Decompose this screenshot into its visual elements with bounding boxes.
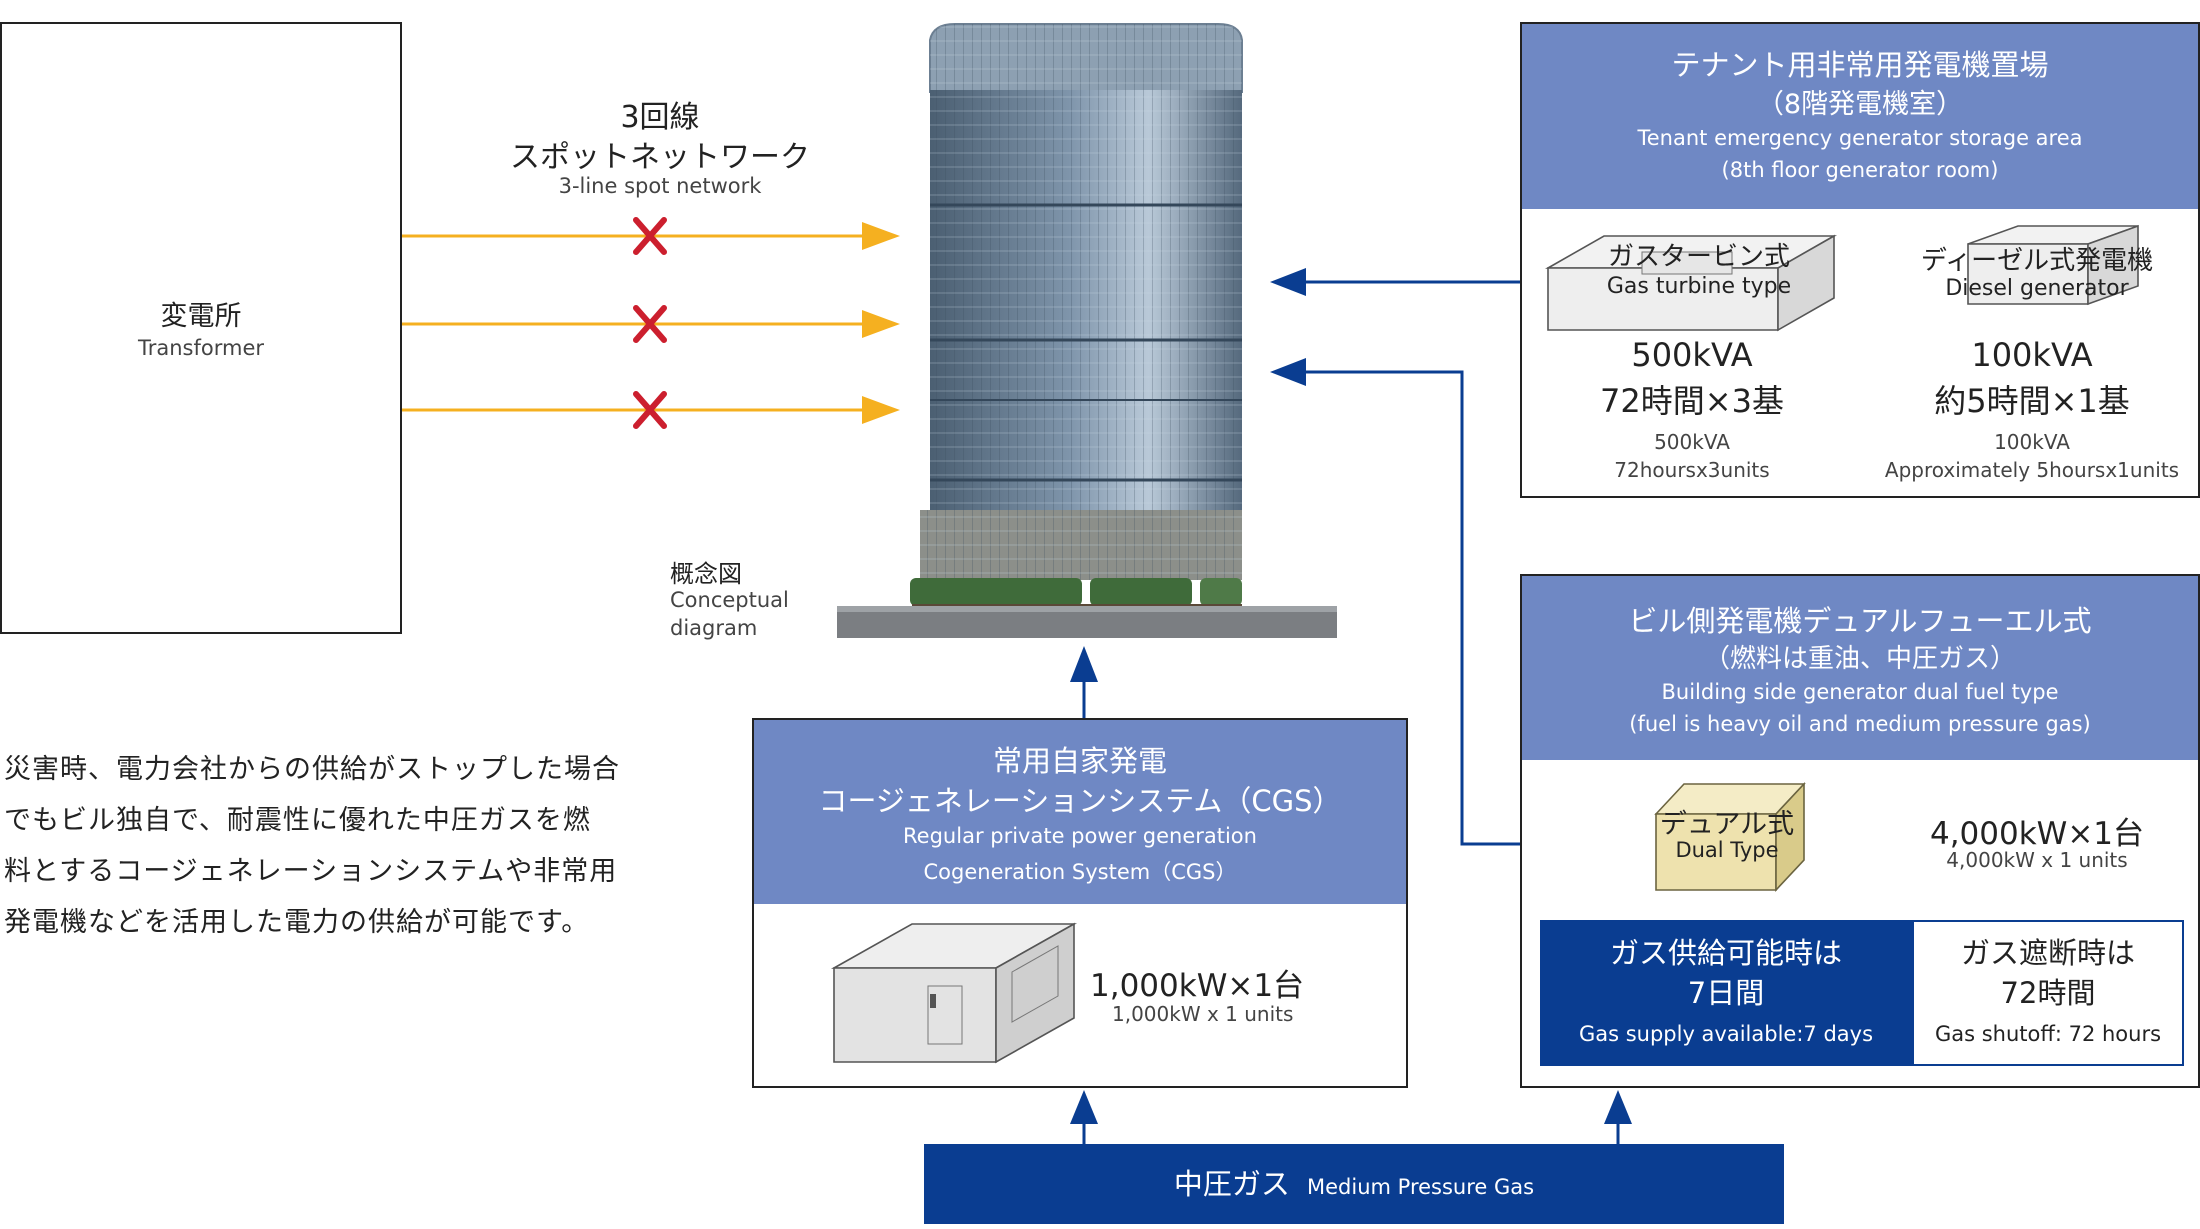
building-gen-title-jp1: ビル側発電機デュアルフューエル式 — [1628, 604, 2092, 638]
tenant-title-en2: (8th floor generator room) — [1721, 158, 1999, 182]
description-line: 災害時、電力会社からの供給がストップした場合 — [4, 754, 620, 785]
building-generator-header: ビル側発電機デュアルフューエル式 （燃料は重油、中圧ガス） Building s… — [1522, 576, 2198, 760]
gas-shutoff-en: Gas shutoff: 72 hours — [1934, 1022, 2162, 1046]
gas-to-cgs-arrow — [1070, 1090, 1098, 1144]
cross-icon — [633, 391, 667, 429]
dual-type-label-jp: デュアル式 — [1659, 809, 1795, 840]
diesel-spec2: 約5時間×1基 — [1934, 382, 2130, 420]
gas-supply-available-panel: ガス供給可能時は 7日間 Gas supply available:7 days — [1540, 920, 1912, 1066]
cgs-title-jp2: コージェネレーションシステム（CGS） — [818, 784, 1342, 818]
concept-label-jp: 概念図 — [670, 560, 742, 588]
dual-type-label-en: Dual Type — [1675, 838, 1779, 862]
diesel-generator-illustration — [1967, 224, 2139, 306]
cross-icon — [633, 305, 667, 343]
gas-shutoff-jp1: ガス遮断時は — [1960, 936, 2135, 970]
cgs-spec: 1,000kW×1台 — [1090, 968, 1305, 1004]
cgs-spec-en: 1,000kW x 1 units — [1112, 1002, 1294, 1026]
description-line: 発電機などを活用した電力の供給が可能です。 — [4, 907, 590, 938]
tenant-generator-header: テナント用非常用発電機置場 （8階発電機室） Tenant emergency … — [1522, 24, 2198, 209]
cgs-to-building-arrow — [1070, 646, 1098, 718]
gas-available-en: Gas supply available:7 days — [1578, 1022, 1874, 1046]
spot-network-line — [402, 310, 900, 338]
building-gen-title-en2: (fuel is heavy oil and medium pressure g… — [1629, 712, 2091, 736]
spot-network-label-en: 3-line spot network — [558, 174, 762, 198]
building-gen-title-jp2: （燃料は重油、中圧ガス） — [1703, 644, 2016, 674]
gas-turbine-label-jp: ガスタービン式 — [1607, 242, 1790, 272]
gas-turbine-spec-en2: 72hoursx3units — [1614, 458, 1770, 482]
cgs-header: 常用自家発電 コージェネレーションシステム（CGS） Regular priva… — [754, 720, 1406, 904]
concept-label-en1: Conceptual — [670, 588, 789, 612]
gas-turbine-spec-en1: 500kVA — [1654, 430, 1730, 454]
spot-network-line — [402, 396, 900, 424]
diesel-label-jp: ディーゼル式発電機 — [1920, 246, 2154, 276]
description-text: 災害時、電力会社からの供給がストップした場合 でもビル独自で、耐震性に優れた中圧… — [4, 744, 664, 948]
cgs-title-jp1: 常用自家発電 — [992, 744, 1167, 778]
dual-type-illustration — [1654, 781, 1806, 893]
gas-turbine-illustration — [1544, 234, 1838, 332]
diesel-label-en: Diesel generator — [1945, 276, 2129, 301]
diesel-spec-en1: 100kVA — [1994, 430, 2070, 454]
gas-shutoff-panel: ガス遮断時は 72時間 Gas shutoff: 72 hours — [1912, 920, 2184, 1066]
cgs-box: 常用自家発電 コージェネレーションシステム（CGS） Regular priva… — [752, 718, 1408, 1088]
medium-pressure-gas-label-en: Medium Pressure Gas — [1307, 1175, 1535, 1199]
diesel-spec-en2: Approximately 5hoursx1units — [1884, 458, 2180, 482]
spot-network-line — [402, 222, 900, 250]
gas-to-dual-arrow — [1604, 1090, 1632, 1144]
tenant-generator-box: テナント用非常用発電機置場 （8階発電機室） Tenant emergency … — [1520, 22, 2200, 498]
diesel-spec1: 100kVA — [1971, 336, 2093, 374]
building-generator-box: ビル側発電機デュアルフューエル式 （燃料は重油、中圧ガス） Building s… — [1520, 574, 2200, 1088]
spot-network-label-jp1: 3回線 — [620, 100, 700, 135]
cgs-title-en1: Regular private power generation — [903, 824, 1257, 848]
cross-icon — [633, 217, 667, 255]
medium-pressure-gas-bar: 中圧ガス Medium Pressure Gas — [924, 1144, 1784, 1224]
gas-shutoff-jp2: 72時間 — [2000, 976, 2096, 1010]
spot-network-label-jp2: スポットネットワーク — [510, 140, 810, 175]
gas-available-jp1: ガス供給可能時は — [1609, 936, 1842, 970]
concept-label-en2: diagram — [670, 616, 758, 640]
tenant-title-jp1: テナント用非常用発電機置場 — [1671, 48, 2049, 82]
description-line: 料とするコージェネレーションシステムや非常用 — [4, 856, 618, 887]
dual-to-building-arrow — [1270, 358, 1520, 846]
tenant-title-en1: Tenant emergency generator storage area — [1637, 126, 2083, 150]
tenant-to-building-arrow — [1270, 268, 1520, 296]
gas-available-jp2: 7日間 — [1687, 976, 1765, 1010]
tenant-title-jp2: （8階発電機室） — [1756, 89, 1964, 120]
description-line: でもビル独自で、耐震性に優れた中圧ガスを燃 — [4, 805, 591, 836]
cgs-title-en2: Cogeneration System（CGS） — [923, 860, 1237, 884]
transformer-label-jp: 変電所 — [160, 301, 242, 332]
building-gen-title-en1: Building side generator dual fuel type — [1661, 680, 2059, 704]
gas-turbine-label-en: Gas turbine type — [1606, 274, 1792, 299]
gas-turbine-spec1: 500kVA — [1631, 336, 1753, 374]
transformer-box: 変電所 Transformer — [0, 22, 402, 634]
building-gen-spec: 4,000kW×1台 — [1929, 816, 2145, 852]
medium-pressure-gas-label-jp: 中圧ガス — [1173, 1167, 1290, 1201]
building-gen-spec-en: 4,000kW x 1 units — [1946, 848, 2128, 872]
gas-turbine-spec2: 72時間×3基 — [1600, 382, 1784, 420]
cgs-unit-illustration — [830, 922, 1078, 1064]
transformer-label-en: Transformer — [137, 336, 264, 360]
